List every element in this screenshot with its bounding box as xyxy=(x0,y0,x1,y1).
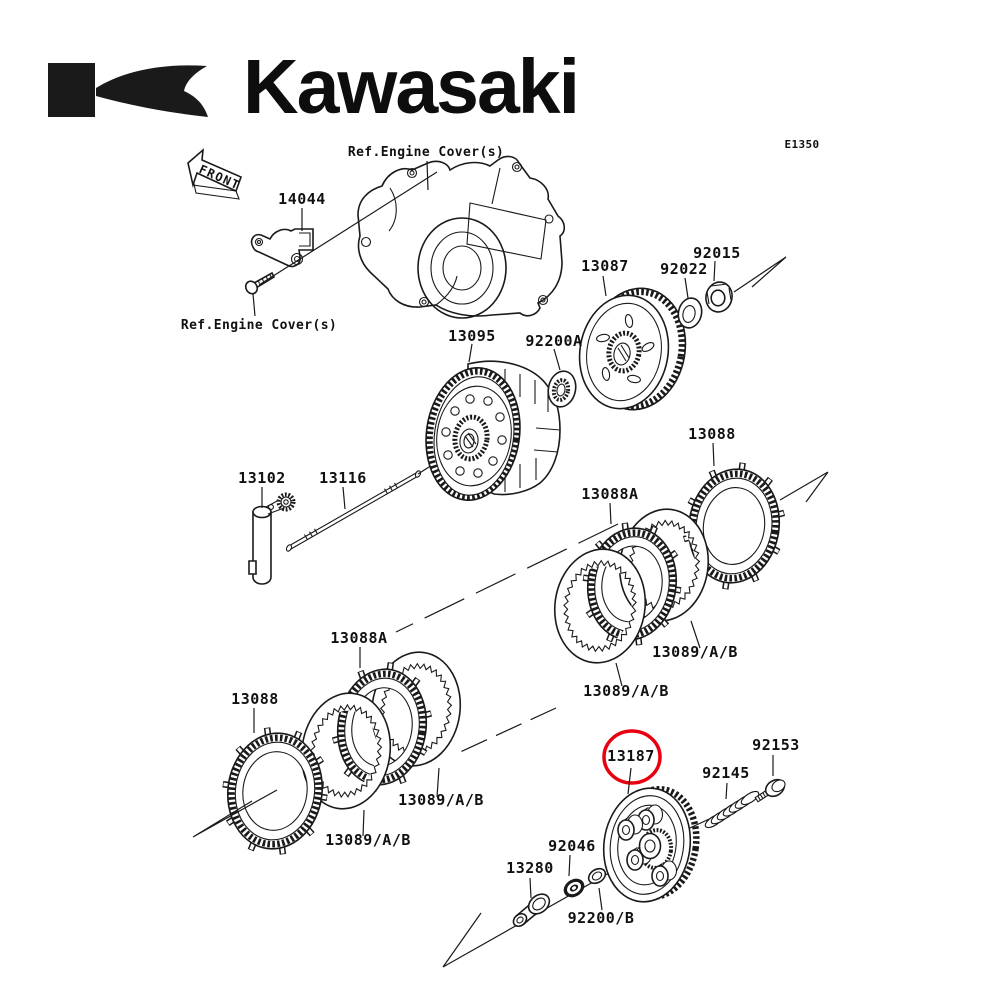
steel-plate-13089-mid-left-drawing xyxy=(553,548,647,664)
part-label-92200a[interactable]: 92200A xyxy=(525,332,582,350)
part-label-13102[interactable]: 13102 xyxy=(238,469,286,487)
part-label-13116[interactable]: 13116 xyxy=(319,469,367,487)
part-label-13089ab-low-right[interactable]: 13089/A/B xyxy=(398,791,484,809)
axis-arrow-upper-right xyxy=(733,256,787,293)
cover-screw-drawing xyxy=(244,271,276,295)
hub-gear-13087-drawing xyxy=(578,287,687,411)
kawasaki-logo-square xyxy=(48,63,95,117)
axis-arrow-right xyxy=(779,471,829,503)
kawasaki-logo: Kawasaki xyxy=(48,44,580,130)
dashed-axis-line-upper xyxy=(395,523,619,633)
clutch-housing-13095-drawing xyxy=(425,360,561,501)
part-label-92145[interactable]: 92145 xyxy=(702,764,750,782)
part-label-13095[interactable]: 13095 xyxy=(448,327,496,345)
release-lever-13102-drawing xyxy=(248,492,296,585)
dashed-axis-line-lower xyxy=(457,707,557,754)
washer-92200a-drawing xyxy=(547,370,577,408)
red-highlight-circle xyxy=(602,729,662,785)
part-label-14044[interactable]: 14044 xyxy=(278,190,326,208)
part-label-13089ab-mid-right[interactable]: 13089/A/B xyxy=(652,643,738,661)
leader-lines xyxy=(252,160,774,911)
part-label-92015[interactable]: 92015 xyxy=(693,244,741,262)
screw-axis-line xyxy=(258,171,438,286)
part-label-13088a-mid[interactable]: 13088A xyxy=(581,485,638,503)
part-label-92200b[interactable]: 92200/B xyxy=(568,909,635,927)
bracket-14044-drawing xyxy=(250,228,314,268)
part-label-13187-highlighted[interactable]: 13187 xyxy=(607,747,655,765)
part-label-13280[interactable]: 13280 xyxy=(506,859,554,877)
part-label-13088-low[interactable]: 13088 xyxy=(231,690,279,708)
part-label-92153[interactable]: 92153 xyxy=(752,736,800,754)
bolt-92153-drawing xyxy=(754,778,786,803)
part-label-13088-upper[interactable]: 13088 xyxy=(688,425,736,443)
washer-92022-drawing xyxy=(677,297,703,329)
part-label-13089ab-low-left[interactable]: 13089/A/B xyxy=(325,831,411,849)
part-label-13087[interactable]: 13087 xyxy=(581,257,629,275)
part-label-92046[interactable]: 92046 xyxy=(548,837,596,855)
kawasaki-wordmark: Kawasaki xyxy=(243,44,578,130)
ref-engine-cover-label-bottom: Ref.Engine Cover(s) xyxy=(181,318,337,333)
nut-92015-drawing xyxy=(705,281,733,313)
kawasaki-river-mark-icon xyxy=(96,65,208,117)
spring-92145-drawing xyxy=(704,790,760,829)
engine-cover-drawing xyxy=(357,155,566,319)
ref-engine-cover-label-top: Ref.Engine Cover(s) xyxy=(348,145,504,160)
hub-gear-spokes xyxy=(588,311,655,398)
front-arrow-icon xyxy=(187,148,243,193)
axis-arrow-lower-left xyxy=(192,789,278,838)
bearing-92046-drawing xyxy=(563,878,585,898)
part-label-92022[interactable]: 92022 xyxy=(660,260,708,278)
pressure-plate-posts xyxy=(617,804,678,887)
part-label-13089ab-mid-left[interactable]: 13089/A/B xyxy=(583,682,669,700)
part-label-13088a-low[interactable]: 13088A xyxy=(330,629,387,647)
diagram-code: E1350 xyxy=(784,138,819,151)
pressure-plate-13187-drawing xyxy=(602,785,700,903)
friction-plate-13088-low-drawing xyxy=(222,727,328,855)
front-direction-marker: FRONT xyxy=(187,148,243,200)
bushing-13280-drawing xyxy=(512,893,551,928)
washer-92200b-drawing xyxy=(587,867,607,885)
